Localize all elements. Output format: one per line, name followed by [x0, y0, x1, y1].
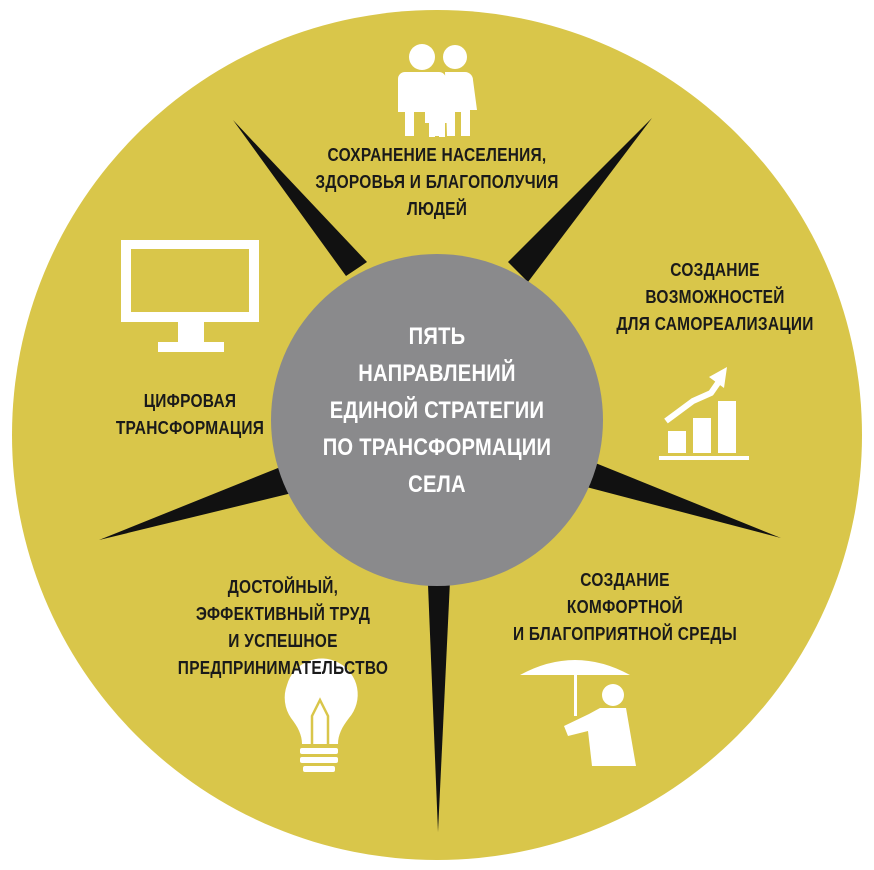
center-title-line: ПО ТРАНСФОРМАЦИИ — [322, 434, 552, 461]
family-icon — [398, 44, 477, 137]
segment-digital-label: ЦИФРОВАЯ ТРАНСФОРМАЦИЯ — [104, 388, 276, 442]
label-line: ЦИФРОВАЯ — [143, 391, 237, 411]
center-title: ПЯТЬ НАПРАВЛЕНИЙ ЕДИНОЙ СТРАТЕГИИ ПО ТРА… — [311, 318, 563, 503]
center-title-line: ПЯТЬ — [408, 323, 466, 350]
label-line: КОМФОРТНОЙ — [566, 597, 684, 617]
growth-chart-icon — [659, 367, 749, 460]
center-title-line: СЕЛА — [408, 471, 466, 498]
segment-self-realization-label: СОЗДАНИЕ ВОЗМОЖНОСТЕЙ ДЛЯ САМОРЕАЛИЗАЦИИ — [608, 257, 823, 338]
label-line: ТРАНСФОРМАЦИЯ — [115, 418, 265, 438]
segment-population-label: СОХРАНЕНИЕ НАСЕЛЕНИЯ, ЗДОРОВЬЯ И БЛАГОПО… — [304, 142, 571, 223]
lightbulb-icon — [284, 658, 358, 772]
spike-left — [99, 466, 292, 540]
label-line: ДЛЯ САМОРЕАЛИЗАЦИИ — [616, 314, 814, 334]
monitor-icon — [121, 240, 259, 352]
segment-environment-label: СОЗДАНИЕ КОМФОРТНОЙ И БЛАГОПРИЯТНОЙ СРЕД… — [509, 567, 741, 648]
label-line: ПРЕДПРИНИМАТЕЛЬСТВО — [177, 658, 389, 678]
center-title-line: НАПРАВЛЕНИЙ — [358, 360, 516, 387]
label-line: И УСПЕШНОЕ — [228, 631, 338, 651]
spike-bottom — [427, 560, 451, 832]
center-circle — [271, 254, 603, 586]
segment-labor-label: ДОСТОЙНЫЙ, ЭФФЕКТИВНЫЙ ТРУД И УСПЕШНОЕ П… — [167, 574, 399, 682]
spike-top-left — [233, 120, 367, 276]
center-title-line: ЕДИНОЙ СТРАТЕГИИ — [329, 397, 545, 424]
label-line: ЭФФЕКТИВНЫЙ ТРУД — [195, 604, 371, 624]
label-line: ЗДОРОВЬЯ И БЛАГОПОЛУЧИЯ — [315, 172, 559, 192]
label-line: И БЛАГОПРИЯТНОЙ СРЕДЫ — [512, 624, 738, 644]
label-line: СОХРАНЕНИЕ НАСЕЛЕНИЯ, — [327, 145, 547, 165]
label-line: ДОСТОЙНЫЙ, — [227, 577, 339, 597]
umbrella-person-icon — [520, 660, 636, 766]
label-line: СОЗДАНИЕ — [580, 570, 670, 590]
label-line: ЛЮДЕЙ — [406, 199, 468, 219]
label-line: ВОЗМОЖНОСТЕЙ — [645, 287, 785, 307]
spike-top-right — [508, 118, 652, 282]
spike-right — [575, 458, 781, 538]
label-line: СОЗДАНИЕ — [670, 260, 760, 280]
